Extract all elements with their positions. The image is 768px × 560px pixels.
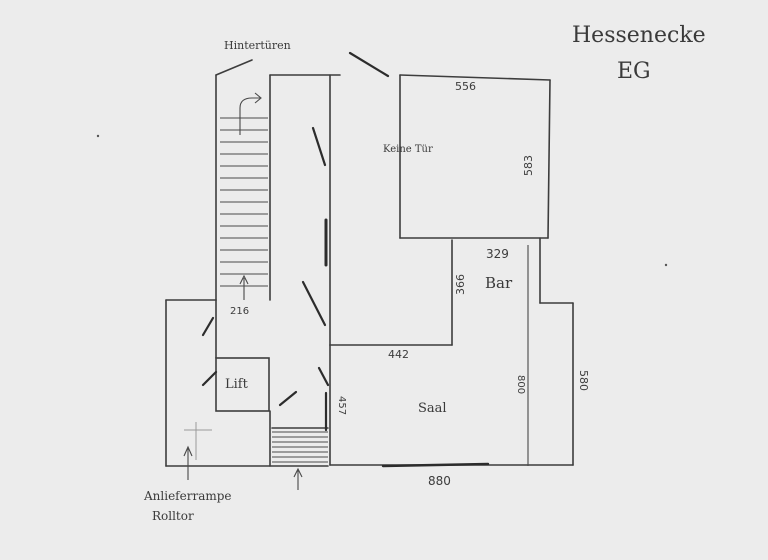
dim-bar-width: 329 — [486, 247, 509, 261]
room-bar: 329 366 Bar 442 — [329, 237, 574, 361]
lower-stair-treads — [272, 431, 328, 463]
label-lift: Lift — [225, 377, 249, 392]
entrance-arrow-stairs — [293, 467, 303, 490]
dim-saal-width: 880 — [428, 474, 451, 488]
entrance-arrow-ramp — [183, 445, 193, 480]
dim-bar-height: 366 — [454, 274, 467, 295]
pencil-dot — [664, 263, 668, 267]
pencil-dot — [96, 134, 100, 138]
label-saal: Saal — [418, 401, 447, 416]
label-hintertueren: Hintertüren — [224, 39, 291, 52]
stair-treads — [220, 117, 268, 287]
dim-middle-width: 442 — [388, 348, 409, 361]
dim-room-top-width: 556 — [455, 80, 476, 93]
room-saal: 800 580 457 Saal 880 — [317, 245, 590, 488]
room-top-right: 556 583 Keine Tür — [383, 74, 551, 239]
stairwell: 216 — [215, 59, 341, 317]
stair-direction-arrow — [239, 92, 262, 135]
floor-label: EG — [617, 59, 651, 84]
dim-stairs-width: 216 — [230, 306, 249, 317]
plan-title: Hessenecke — [572, 23, 706, 48]
label-keine-tuer: Keine Tür — [383, 144, 433, 155]
label-rolltor: Rolltor — [152, 509, 194, 523]
dim-room-top-height: 583 — [522, 155, 535, 176]
label-bar: Bar — [485, 274, 513, 292]
dim-saal-height-inner: 800 — [515, 375, 526, 394]
lower-left-area: Lift — [165, 299, 329, 490]
dim-saal-left-height: 457 — [336, 396, 347, 415]
label-anlieferrampe: Anlieferrampe — [143, 489, 232, 503]
dim-saal-height-outer: 580 — [577, 370, 590, 391]
